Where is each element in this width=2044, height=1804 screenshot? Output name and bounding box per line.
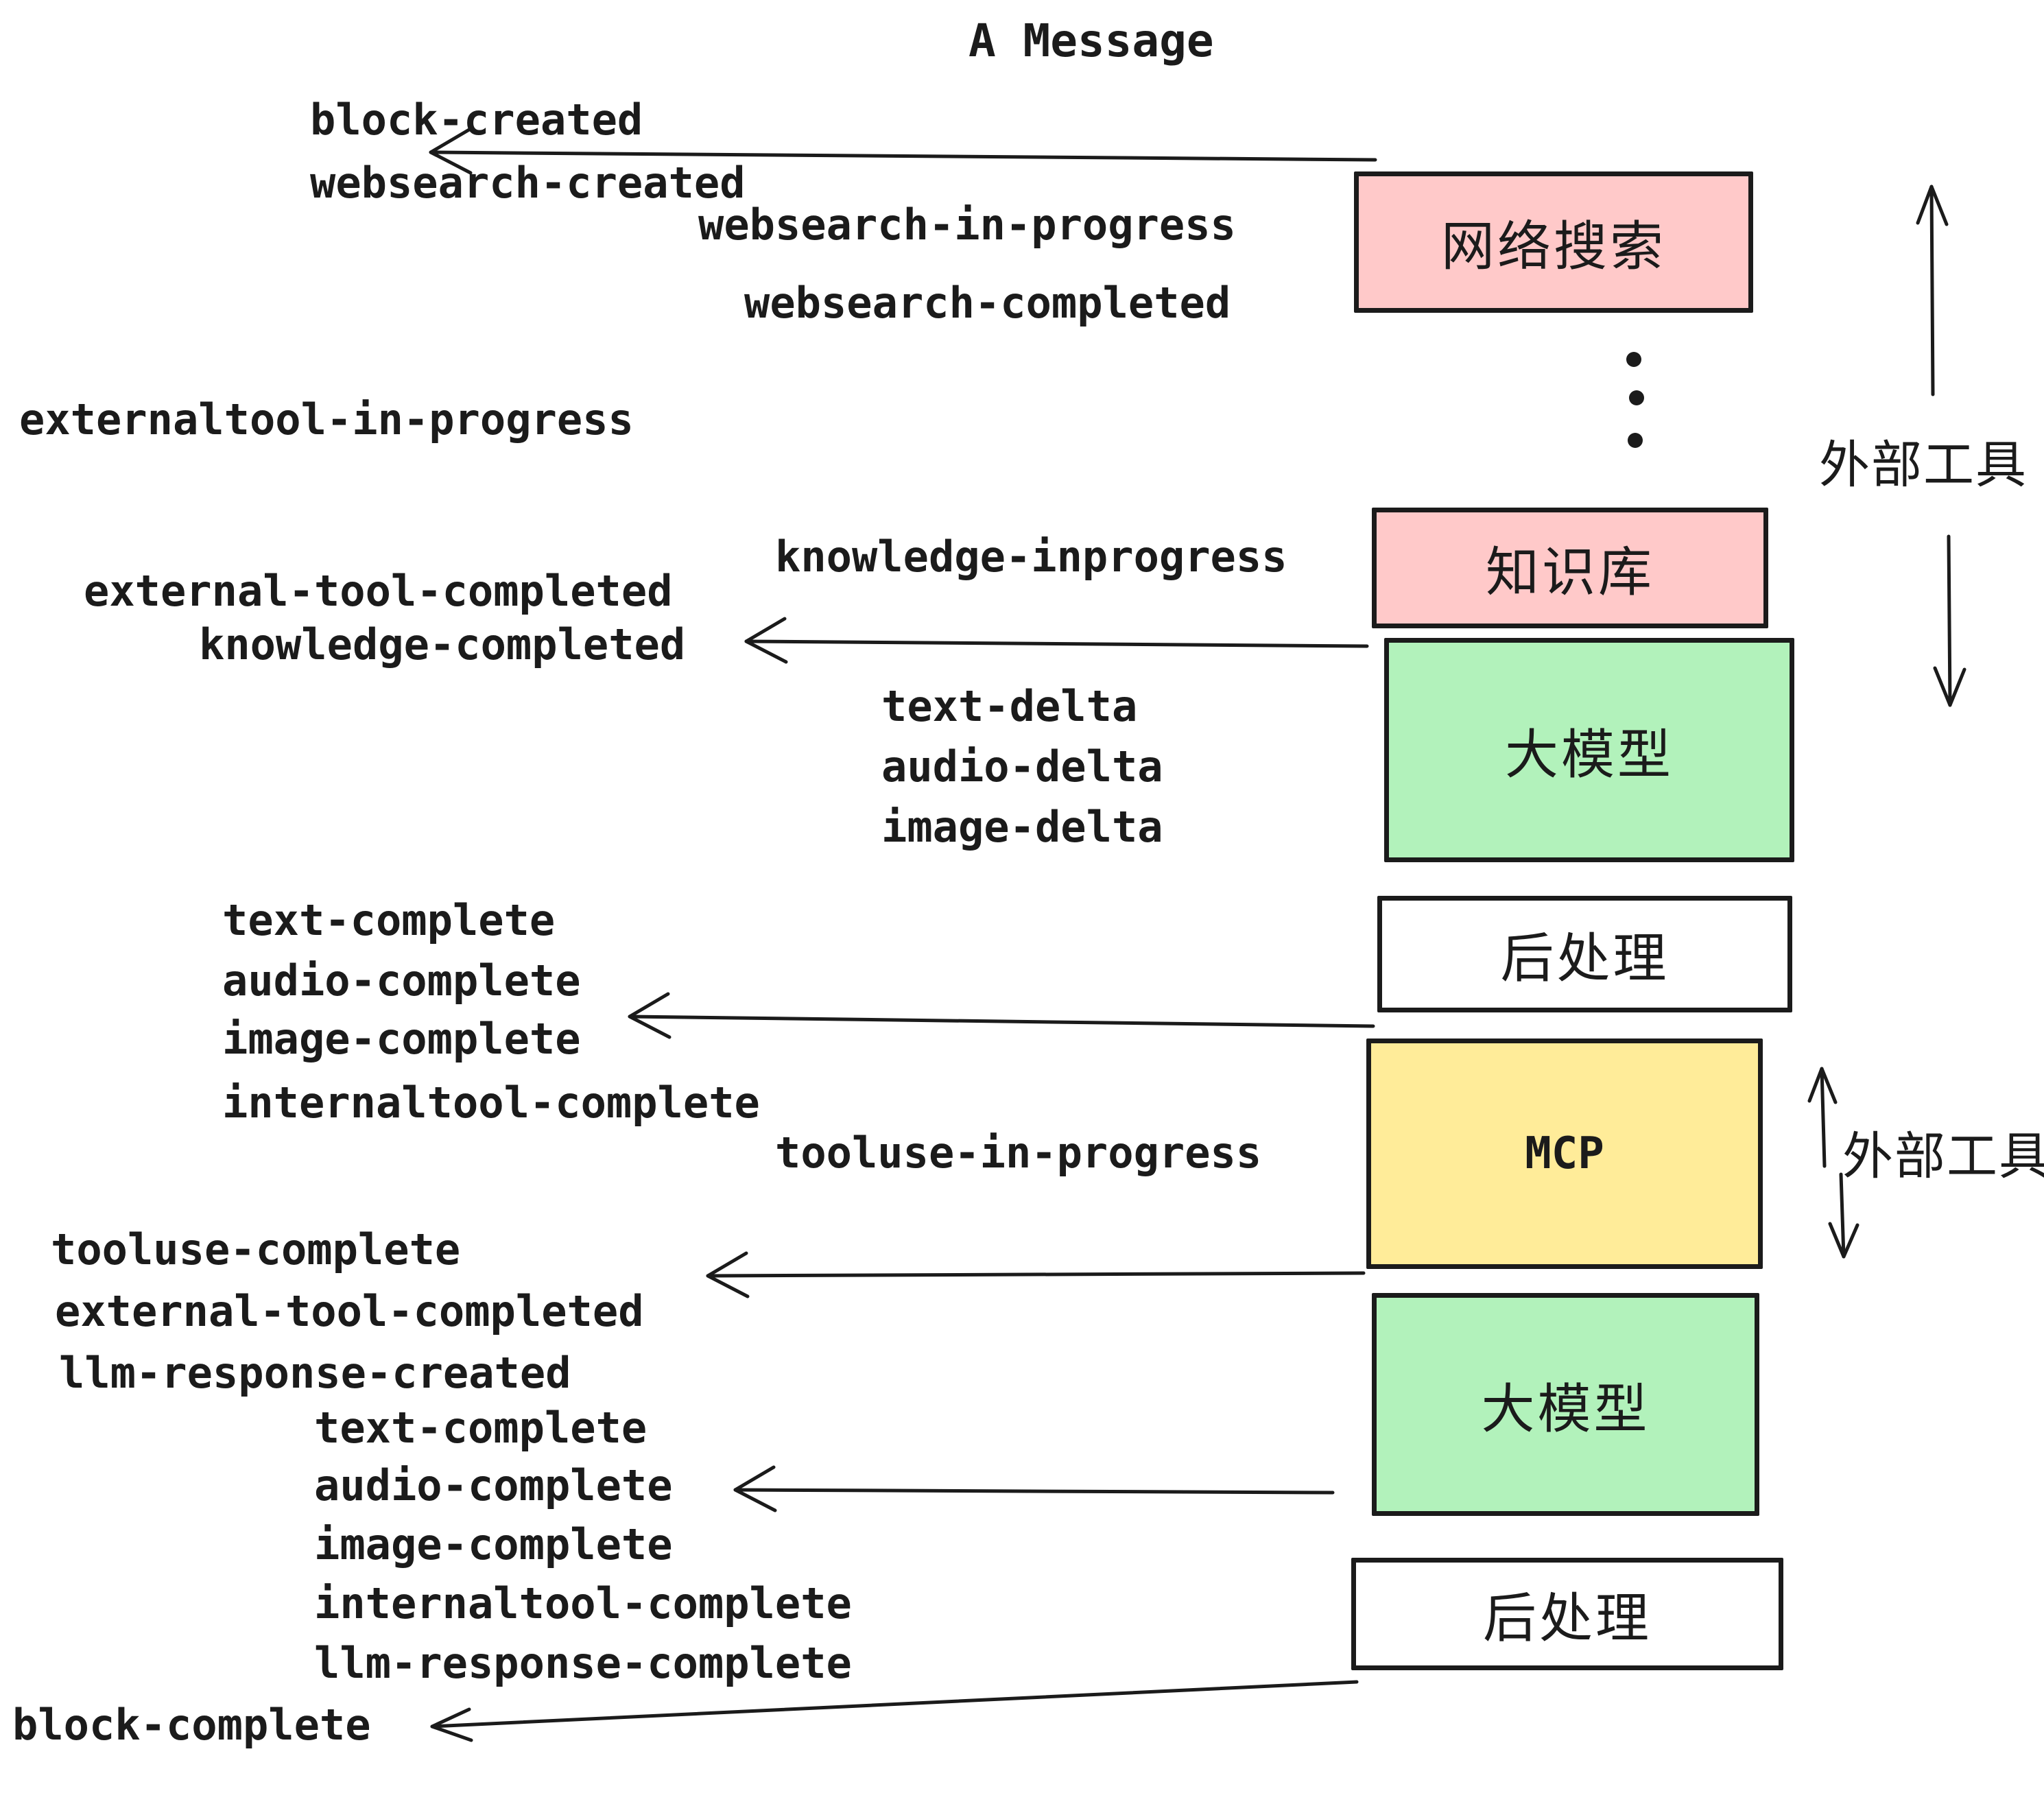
- arrow-audio-complete: [733, 1465, 1335, 1512]
- event-tooluse-complete: tooluse-complete: [51, 1224, 461, 1274]
- box-postprocess-2: 后处理: [1351, 1558, 1783, 1670]
- event-internaltool-complete-1: internaltool-complete: [222, 1078, 760, 1128]
- external-tools-label-2: 外部工具: [1842, 1128, 2044, 1185]
- event-externaltool-in-progress: externaltool-in-progress: [19, 394, 634, 444]
- box-llm-2-label: 大模型: [1481, 1378, 1650, 1439]
- box-websearch-label: 网络搜索: [1440, 216, 1666, 276]
- event-llm-response-complete: llm-response-complete: [314, 1638, 852, 1688]
- event-websearch-in-progress: websearch-in-progress: [698, 200, 1236, 250]
- box-postprocess-1-label: 后处理: [1500, 928, 1669, 988]
- box-mcp: MCP: [1366, 1039, 1763, 1269]
- event-websearch-completed: websearch-completed: [744, 278, 1231, 328]
- event-knowledge-inprogress: knowledge-inprogress: [775, 532, 1287, 582]
- box-websearch: 网络搜索: [1354, 171, 1753, 313]
- diagram-title: A Message: [968, 14, 1214, 67]
- box-mcp-label: MCP: [1525, 1128, 1604, 1179]
- event-audio-delta-1: audio-delta: [881, 741, 1163, 792]
- box-knowledge-label: 知识库: [1485, 542, 1654, 602]
- event-image-complete-1: image-complete: [222, 1014, 581, 1064]
- event-image-delta-1: image-delta: [881, 802, 1163, 852]
- box-postprocess-1: 后处理: [1377, 896, 1792, 1012]
- event-knowledge-completed: knowledge-completed: [199, 619, 686, 669]
- box-llm-2: 大模型: [1372, 1293, 1759, 1516]
- event-block-complete: block-complete: [12, 1700, 371, 1750]
- event-internaltool-complete-2: internaltool-complete: [314, 1578, 852, 1628]
- vertical-ellipsis-dots: [1626, 352, 1644, 448]
- box-llm-1-label: 大模型: [1504, 724, 1674, 785]
- arrow-knowledge-completed: [744, 617, 1369, 664]
- box-knowledge: 知识库: [1372, 508, 1768, 628]
- arrow-image-complete: [628, 992, 1375, 1039]
- box-llm-1: 大模型: [1384, 638, 1794, 862]
- event-audio-complete-2: audio-complete: [314, 1460, 673, 1510]
- external-tools-label-1: 外部工具: [1819, 436, 2028, 493]
- event-text-complete-1: text-complete: [222, 895, 556, 945]
- event-text-delta-1: text-delta: [881, 681, 1138, 731]
- event-websearch-created: websearch-created: [310, 158, 746, 208]
- event-external-tool-completed-1: external-tool-completed: [84, 566, 673, 616]
- event-block-created: block-created: [310, 95, 643, 145]
- arrow-tooluse-complete: [706, 1251, 1366, 1298]
- event-llm-response-created: llm-response-created: [59, 1348, 571, 1398]
- event-audio-complete-1: audio-complete: [222, 956, 581, 1006]
- box-postprocess-2-label: 后处理: [1482, 1588, 1652, 1648]
- event-tooluse-in-progress: tooluse-in-progress: [775, 1128, 1262, 1178]
- event-text-complete-2: text-complete: [314, 1403, 647, 1453]
- event-image-complete-2: image-complete: [314, 1519, 673, 1569]
- event-external-tool-completed-2: external-tool-completed: [55, 1286, 644, 1336]
